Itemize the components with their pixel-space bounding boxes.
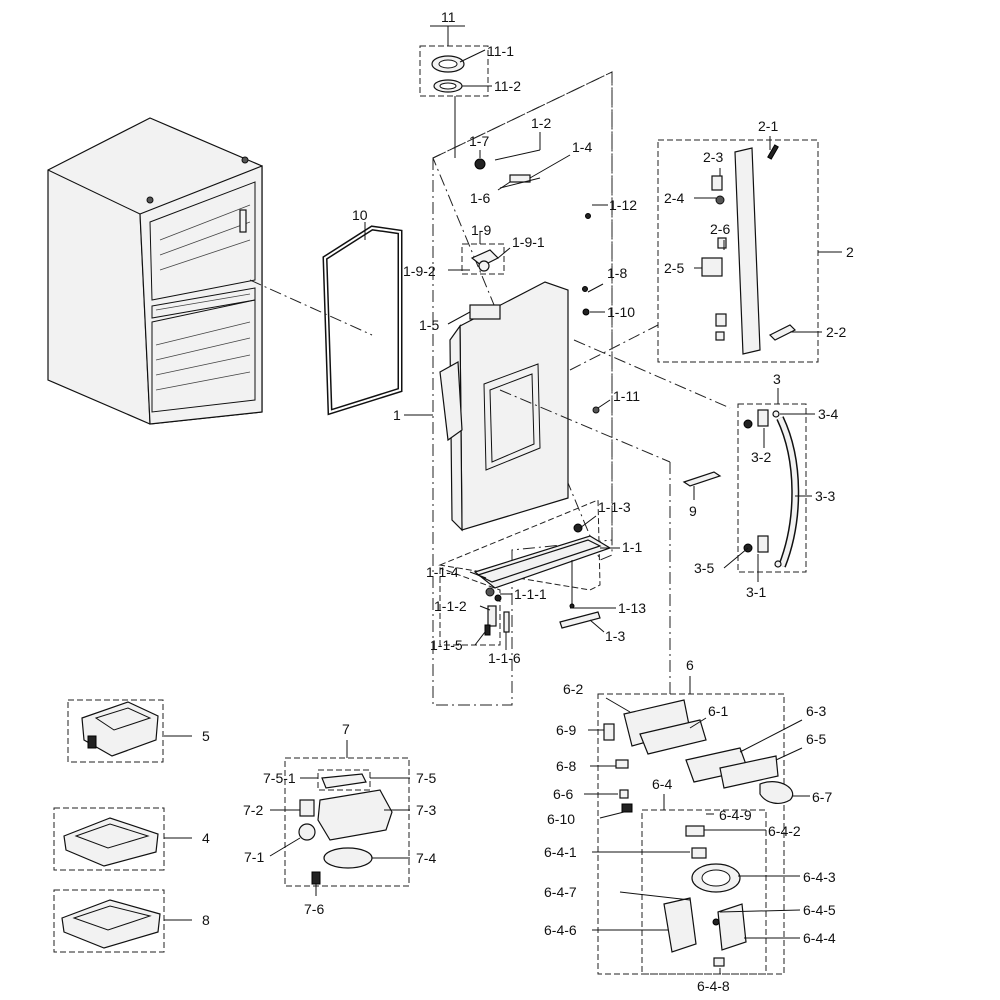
label-2-3: 2-3 xyxy=(703,149,723,165)
label-11-1: 11-1 xyxy=(487,43,514,59)
label-1-10: 1-10 xyxy=(607,304,635,320)
label-5: 5 xyxy=(202,728,210,744)
door-bin-5 xyxy=(67,699,164,763)
label-1-9-1: 1-9-1 xyxy=(512,234,545,250)
label-7-5-1: 7-5-1 xyxy=(263,770,296,786)
label-3: 3 xyxy=(773,371,781,387)
label-2-6: 2-6 xyxy=(710,221,730,237)
label-1-2: 1-2 xyxy=(531,115,551,131)
label-7-2: 7-2 xyxy=(243,802,263,818)
dispenser-panel-group xyxy=(597,693,794,975)
refrigerator-cabinet xyxy=(47,117,263,425)
label-1-1-5: 1-1-5 xyxy=(430,637,463,653)
freezer-door-assembly xyxy=(432,71,613,706)
label-2-2: 2-2 xyxy=(826,324,846,340)
label-1-1-3: 1-1-3 xyxy=(598,499,631,515)
door-bin-4 xyxy=(53,807,165,871)
label-1-4: 1-4 xyxy=(572,139,592,155)
label-1-8: 1-8 xyxy=(607,265,627,281)
label-1-11: 1-11 xyxy=(613,388,640,404)
label-6-4-5: 6-4-5 xyxy=(803,902,836,918)
label-7: 7 xyxy=(342,721,350,737)
label-3-4: 3-4 xyxy=(818,406,838,422)
label-6-5: 6-5 xyxy=(806,731,826,747)
label-6-8: 6-8 xyxy=(556,758,576,774)
label-1-1-4: 1-1-4 xyxy=(426,564,459,580)
label-2-1: 2-1 xyxy=(758,118,778,134)
label-6-4-1: 6-4-1 xyxy=(544,844,577,860)
label-6-4-6: 6-4-6 xyxy=(544,922,577,938)
label-1-5: 1-5 xyxy=(419,317,439,333)
label-1-1-2: 1-1-2 xyxy=(434,598,467,614)
door-gasket xyxy=(322,225,403,416)
hinge-cover-group xyxy=(419,45,489,97)
label-6-9: 6-9 xyxy=(556,722,576,738)
part-9 xyxy=(682,471,722,487)
label-1-9-2: 1-9-2 xyxy=(403,263,436,279)
label-4: 4 xyxy=(202,830,210,846)
label-6-7: 6-7 xyxy=(812,789,832,805)
label-1-13: 1-13 xyxy=(618,600,646,616)
callout-labels: 11 11-1 11-2 1-7 1-2 1-4 1-6 1-12 1-9 1-… xyxy=(202,9,854,994)
label-1-7: 1-7 xyxy=(469,133,489,149)
label-2-5: 2-5 xyxy=(664,260,684,276)
door-handle-group xyxy=(737,403,807,573)
label-7-4: 7-4 xyxy=(416,850,436,866)
label-1: 1 xyxy=(393,407,401,423)
label-1-9: 1-9 xyxy=(471,222,491,238)
label-7-3: 7-3 xyxy=(416,802,436,818)
label-6-6: 6-6 xyxy=(553,786,573,802)
label-1-1-1: 1-1-1 xyxy=(514,586,547,602)
label-6-4-2: 6-4-2 xyxy=(768,823,801,839)
label-6-10: 6-10 xyxy=(547,811,575,827)
label-6-4-9: 6-4-9 xyxy=(719,807,752,823)
label-3-1: 3-1 xyxy=(746,584,766,600)
label-9: 9 xyxy=(689,503,697,519)
label-11: 11 xyxy=(441,9,456,25)
label-8: 8 xyxy=(202,912,210,928)
label-2-4: 2-4 xyxy=(664,190,684,206)
label-7-1: 7-1 xyxy=(244,849,264,865)
label-6-3: 6-3 xyxy=(806,703,826,719)
label-1-1: 1-1 xyxy=(622,539,642,555)
label-6: 6 xyxy=(686,657,694,673)
label-1-12: 1-12 xyxy=(609,197,637,213)
dispenser-cover-group xyxy=(438,499,612,646)
label-6-4-8: 6-4-8 xyxy=(697,978,730,994)
label-1-6: 1-6 xyxy=(470,190,490,206)
label-6-1: 6-1 xyxy=(708,703,728,719)
leader-lines xyxy=(164,25,842,974)
label-6-4-3: 6-4-3 xyxy=(803,869,836,885)
label-3-3: 3-3 xyxy=(815,488,835,504)
label-3-2: 3-2 xyxy=(751,449,771,465)
label-7-6: 7-6 xyxy=(304,901,324,917)
label-2: 2 xyxy=(846,244,854,260)
label-1-3: 1-3 xyxy=(605,628,625,644)
label-6-2: 6-2 xyxy=(563,681,583,697)
label-1-1-6: 1-1-6 xyxy=(488,650,521,666)
label-6-4: 6-4 xyxy=(652,776,672,792)
label-11-2: 11-2 xyxy=(494,78,521,94)
label-6-4-4: 6-4-4 xyxy=(803,930,836,946)
label-6-4-7: 6-4-7 xyxy=(544,884,577,900)
ice-maker-group xyxy=(284,757,410,887)
label-7-5: 7-5 xyxy=(416,770,436,786)
door-bin-8 xyxy=(53,889,165,953)
label-3-5: 3-5 xyxy=(694,560,714,576)
door-trim-group xyxy=(657,139,819,363)
label-10: 10 xyxy=(352,207,368,223)
